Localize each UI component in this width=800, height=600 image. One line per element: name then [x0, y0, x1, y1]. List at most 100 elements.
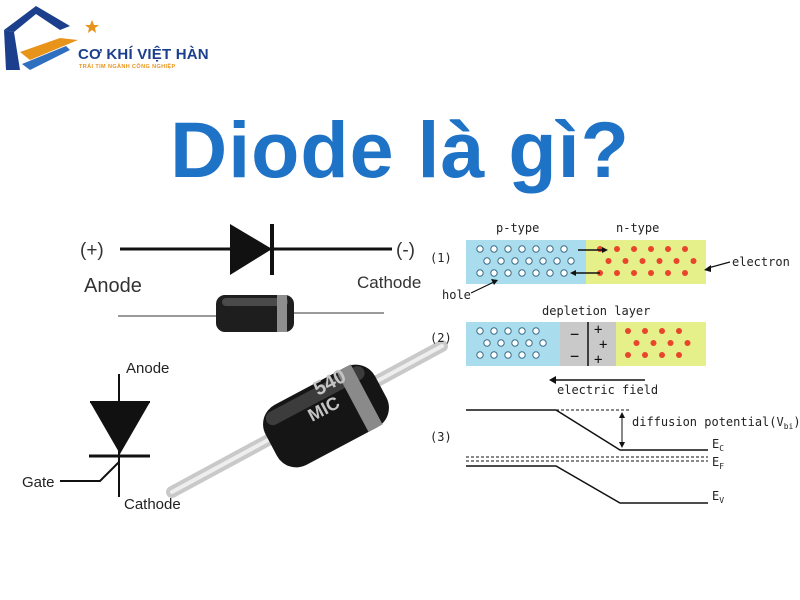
ev-label: EV	[712, 489, 724, 505]
ec-label: EC	[712, 437, 724, 453]
electron-dot	[631, 270, 637, 276]
p-type-label: p-type	[496, 221, 539, 235]
electron-dot	[614, 246, 620, 252]
electric-field-label: electric field	[557, 383, 658, 397]
electron-dot	[642, 328, 648, 334]
electron-dot	[667, 340, 674, 346]
hole-dot	[518, 245, 526, 253]
brand-logo-icon	[4, 6, 99, 70]
electron-dot	[625, 352, 631, 358]
holes-group	[476, 245, 575, 277]
plus-sign-1: +	[594, 322, 602, 338]
ef-label: EF	[712, 455, 724, 471]
electron-dot	[659, 328, 665, 334]
electron-dot	[659, 352, 665, 358]
pn-junction-bar	[466, 240, 706, 284]
electron-dot	[614, 270, 620, 276]
electron-dot	[682, 270, 688, 276]
hole-dot	[560, 245, 568, 253]
hole-dot	[476, 351, 484, 359]
step3-label: (3)	[430, 430, 452, 444]
hole-dot	[518, 327, 526, 335]
electron-dot	[676, 328, 682, 334]
n-type-label: n-type	[616, 221, 659, 235]
hole-dot	[525, 339, 533, 347]
electron-dot	[684, 340, 691, 346]
hole-dot	[511, 257, 519, 265]
hole-dot	[567, 257, 575, 265]
electron-dot	[633, 340, 640, 346]
plus-sign-3: +	[594, 352, 602, 368]
diffusion-potential-label: diffusion potential(Vbi)	[632, 415, 800, 431]
electron-dot	[656, 258, 663, 264]
hole-dot	[532, 351, 540, 359]
electron-dot	[648, 270, 654, 276]
electron-dot	[605, 258, 612, 264]
hole-dot	[546, 245, 554, 253]
hole-dot	[546, 269, 554, 277]
electron-dot	[665, 246, 671, 252]
hole-dot	[539, 257, 547, 265]
electron-dot	[631, 246, 637, 252]
electron-dot	[673, 258, 680, 264]
depletion-bar	[466, 322, 706, 366]
hole-dot	[539, 339, 547, 347]
electron-dot	[682, 246, 688, 252]
electron-dot	[650, 340, 657, 346]
page-title: Diode là gì?	[170, 105, 630, 194]
hole-dot	[553, 257, 561, 265]
hole-dot	[490, 269, 498, 277]
electron-label: electron	[732, 255, 790, 269]
band-diagram	[466, 409, 708, 504]
large-diode-component	[166, 340, 448, 498]
hole-dot	[532, 327, 540, 335]
electron-dot	[639, 258, 646, 264]
electron-dot	[665, 270, 671, 276]
electron-dot	[690, 258, 697, 264]
hole-dot	[483, 257, 491, 265]
small-diode-component	[118, 295, 384, 332]
hole-dot	[497, 339, 505, 347]
plus-terminal-label: (+)	[80, 240, 104, 261]
diode-symbol-horizontal	[120, 224, 392, 275]
gate-label: Gate	[22, 474, 55, 491]
hole-dot	[490, 245, 498, 253]
minus-sign-1: −	[570, 325, 579, 343]
hole-dot	[490, 351, 498, 359]
brand-tagline: TRÁI TIM NGÀNH CÔNG NGHIỆP	[79, 64, 176, 70]
step2-label: (2)	[430, 331, 452, 345]
step1-label: (1)	[430, 251, 452, 265]
hole-dot	[532, 269, 540, 277]
cathode-label: Cathode	[357, 273, 421, 292]
brand-name: CƠ KHÍ VIỆT HÀN	[78, 46, 209, 63]
electron-dot	[676, 352, 682, 358]
hole-dot	[532, 245, 540, 253]
minus-sign-2: −	[570, 347, 579, 365]
electron-dot	[648, 246, 654, 252]
hole-label: hole	[442, 288, 471, 302]
hole-dot	[497, 257, 505, 265]
vertical-anode-label: Anode	[126, 360, 169, 377]
hole-dot	[476, 245, 484, 253]
hole-dot	[518, 269, 526, 277]
plus-sign-2: +	[599, 337, 607, 353]
hole-dot	[476, 327, 484, 335]
hole-dot	[504, 269, 512, 277]
hole-dot	[511, 339, 519, 347]
hole-dot	[560, 269, 568, 277]
depletion-label: depletion layer	[542, 304, 650, 318]
hole-dot	[476, 269, 484, 277]
diode-symbol-vertical	[60, 374, 150, 497]
vertical-cathode-label: Cathode	[124, 496, 181, 513]
minus-terminal-label: (-)	[396, 240, 415, 261]
hole-dot	[504, 327, 512, 335]
electron-dot	[642, 352, 648, 358]
hole-dot	[504, 351, 512, 359]
hole-dot	[490, 327, 498, 335]
electron-dot	[622, 258, 629, 264]
hole-dot	[525, 257, 533, 265]
electron-dot	[625, 328, 631, 334]
electrons-group	[597, 246, 697, 276]
hole-dot	[504, 245, 512, 253]
